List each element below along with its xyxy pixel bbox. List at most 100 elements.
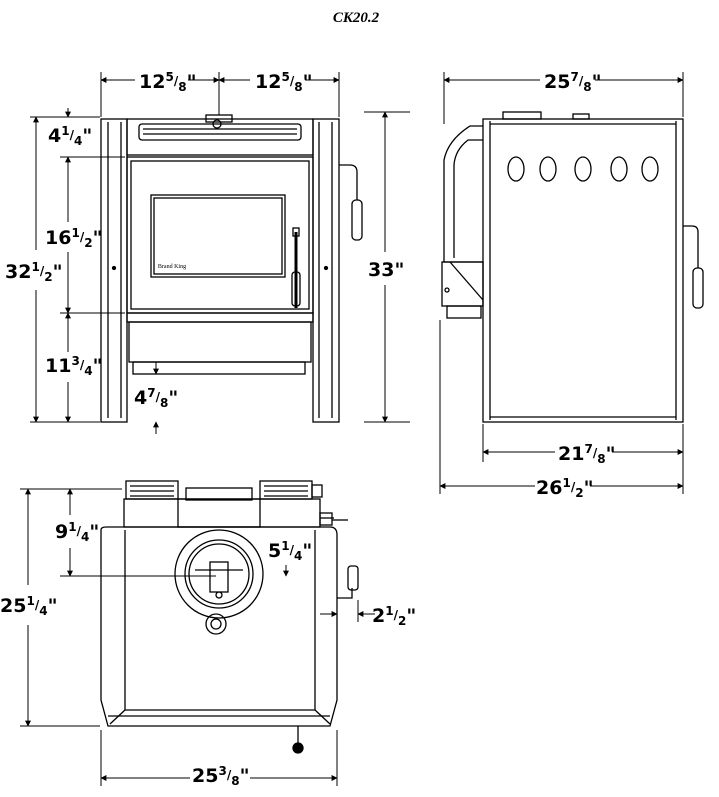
dimension-labels: 125/8"125/8"41/4"161/2"321/2"113/4"47/8"… xyxy=(0,70,615,788)
dimension-numerator: 1 xyxy=(71,226,79,240)
dimension-inch-mark: " xyxy=(93,227,103,249)
front-top-panel xyxy=(126,118,314,156)
top-side-handle xyxy=(337,588,353,599)
dimension-numerator: 1 xyxy=(562,476,570,490)
dimension-inch-mark: " xyxy=(93,355,103,377)
front-side-handle xyxy=(339,164,358,200)
dimension-denominator: 2 xyxy=(575,486,583,500)
side-body xyxy=(482,118,684,423)
dimension-whole: 9 xyxy=(55,521,68,543)
dimension-whole: 5 xyxy=(268,540,281,562)
dimension-inch-mark: " xyxy=(303,71,313,93)
dimension-numerator: 1 xyxy=(26,594,34,608)
dimension-slash: / xyxy=(593,446,598,460)
dimension-numerator: 7 xyxy=(147,386,155,400)
side-vent-oval xyxy=(574,156,592,182)
dimension-label: 217/8" xyxy=(558,442,615,466)
dimension-whole: 33 xyxy=(368,259,394,281)
side-view xyxy=(441,111,704,423)
front-dimension-lines xyxy=(30,72,410,434)
dimension-whole: 4 xyxy=(48,125,61,147)
front-glass xyxy=(150,194,286,278)
dimension-slash: / xyxy=(80,230,85,244)
front-right-leg xyxy=(312,118,340,423)
dimension-label: 21/2" xyxy=(372,604,416,628)
dimension-numerator: 5 xyxy=(165,70,173,84)
front-top-vent xyxy=(138,123,302,141)
dimension-inch-mark: " xyxy=(394,259,404,281)
dimension-denominator: 4 xyxy=(81,530,89,544)
side-vent-oval xyxy=(610,156,628,182)
side-vent-oval xyxy=(641,156,659,182)
dimension-inch-mark: " xyxy=(606,443,616,465)
dimension-slash: / xyxy=(80,358,85,372)
dimension-numerator: 7 xyxy=(584,442,592,456)
dimension-whole: 21 xyxy=(558,443,584,465)
dimension-denominator: 8 xyxy=(597,452,605,466)
dimension-label: 113/4" xyxy=(45,354,102,378)
side-vent-oval xyxy=(539,156,557,182)
top-dimension-lines xyxy=(20,488,375,786)
dimension-denominator: 8 xyxy=(583,80,591,94)
side-dimension-lines xyxy=(439,72,684,494)
dimension-slash: / xyxy=(290,74,295,88)
front-vent-knob xyxy=(212,119,222,129)
dimension-inch-mark: " xyxy=(89,521,99,543)
dimension-whole: 16 xyxy=(45,227,71,249)
dimension-denominator: 4 xyxy=(74,134,82,148)
dimension-label: 251/4" xyxy=(0,594,57,618)
dimension-numerator: 5 xyxy=(281,70,289,84)
dimension-slash: / xyxy=(290,543,295,557)
dimension-numerator: 1 xyxy=(68,520,76,534)
dimension-label: 261/2" xyxy=(536,476,593,500)
dimension-numerator: 3 xyxy=(71,354,79,368)
top-knob xyxy=(205,613,227,635)
top-flue-inner xyxy=(184,539,254,609)
dimension-slash: / xyxy=(174,74,179,88)
dimension-whole: 12 xyxy=(139,71,165,93)
dimension-slash: / xyxy=(227,768,232,782)
top-body xyxy=(100,526,338,727)
dimension-label: 41/4" xyxy=(48,124,92,148)
dimension-denominator: 4 xyxy=(84,364,92,378)
dimension-inch-mark: " xyxy=(187,71,197,93)
dimension-label: 125/8" xyxy=(255,70,312,94)
dimension-label: 161/2" xyxy=(45,226,102,250)
dimension-denominator: 4 xyxy=(294,549,302,563)
top-flue-outer xyxy=(174,529,264,619)
dimension-inch-mark: " xyxy=(53,261,63,283)
dimension-numerator: 1 xyxy=(281,539,289,553)
dimension-numerator: 1 xyxy=(61,124,69,138)
front-left-leg xyxy=(100,118,128,423)
dimension-whole: 2 xyxy=(372,605,385,627)
dimension-numerator: 1 xyxy=(31,260,39,274)
front-ash-pan xyxy=(128,321,312,363)
dimension-slash: / xyxy=(70,128,75,142)
dimension-whole: 11 xyxy=(45,355,71,377)
dimension-inch-mark: " xyxy=(240,765,250,787)
dimension-slash: / xyxy=(571,480,576,494)
dimension-whole: 4 xyxy=(134,387,147,409)
dimension-label: 125/8" xyxy=(139,70,196,94)
dimension-inch-mark: " xyxy=(592,71,602,93)
dimension-numerator: 1 xyxy=(385,604,393,618)
dimension-denominator: 4 xyxy=(39,604,47,618)
dimension-inch-mark: " xyxy=(168,387,178,409)
side-vent-oval xyxy=(507,156,525,182)
front-view xyxy=(100,114,363,423)
dimension-numerator: 3 xyxy=(218,764,226,778)
dimension-whole: 26 xyxy=(536,477,562,499)
dimension-label: 33" xyxy=(368,259,404,281)
dimension-denominator: 8 xyxy=(160,396,168,410)
top-view xyxy=(100,480,359,754)
side-handle xyxy=(683,225,699,268)
front-door-inner xyxy=(130,160,310,310)
dimension-slash: / xyxy=(579,74,584,88)
dimension-slash: / xyxy=(394,608,399,622)
front-brand-text: Brand King xyxy=(158,264,186,270)
dimension-slash: / xyxy=(156,390,161,404)
dimension-numerator: 7 xyxy=(570,70,578,84)
dimension-denominator: 8 xyxy=(294,80,302,94)
dimension-whole: 25 xyxy=(544,71,570,93)
dimension-inch-mark: " xyxy=(302,540,312,562)
